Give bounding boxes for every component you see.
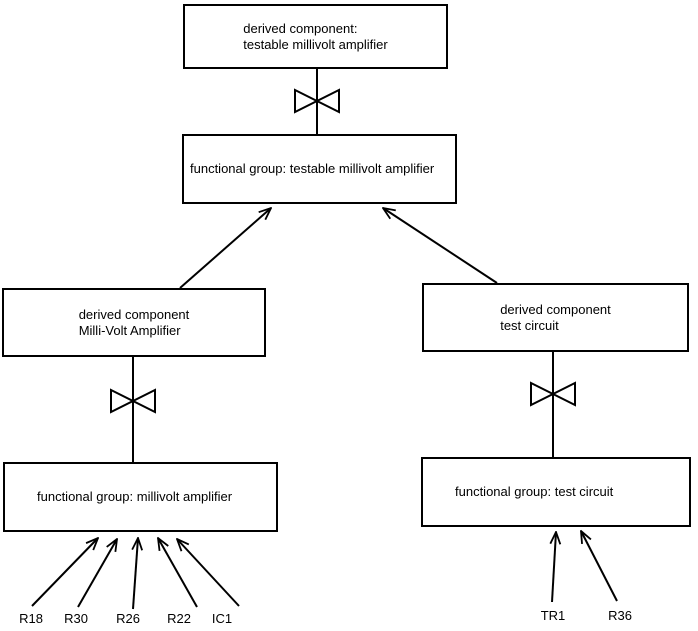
node-text: derived component Milli-Volt Amplifier [79, 307, 190, 338]
bowtie-icon [294, 88, 340, 114]
leaf-label-r36: R36 [608, 608, 632, 623]
leaf-label-tr1: TR1 [540, 608, 566, 623]
node-text-line: Milli-Volt Amplifier [78, 322, 181, 338]
arrow-r30 [77, 539, 117, 608]
leaf-label-r18: R18 [19, 611, 43, 626]
node-text-line: functional group: millivolt amplifier [37, 489, 233, 505]
node-derived-test-circuit: derived component test circuit [422, 283, 689, 352]
arrow-r22 [158, 538, 198, 608]
node-text-line: derived component: [243, 21, 358, 37]
node-derived-testable-millivolt-amplifier: derived component: testable millivolt am… [183, 4, 448, 69]
arrow-r36 [581, 531, 618, 602]
arrow-ic1 [177, 539, 240, 607]
node-text-line: derived component [78, 307, 190, 323]
bowtie-icon [530, 381, 576, 407]
arrow-left-derived-to-top-functional [179, 208, 271, 289]
leaf-label-r30: R30 [64, 611, 88, 626]
node-derived-milli-volt-amplifier: derived component Milli-Volt Amplifier [2, 288, 266, 357]
node-text: derived component: testable millivolt am… [243, 21, 388, 52]
node-text: derived component test circuit [500, 302, 611, 333]
arrow-r26 [133, 538, 138, 610]
bowtie-icon [110, 388, 156, 414]
leaf-label-ic1: IC1 [211, 611, 233, 626]
node-text: functional group: testable millivolt amp… [190, 161, 434, 176]
node-text-line: testable millivolt amplifier [243, 36, 388, 52]
arrow-r18 [31, 538, 98, 607]
node-functional-group-test-circuit: functional group: test circuit [421, 457, 691, 527]
node-text: functional group: millivolt amplifier [37, 489, 232, 504]
node-text-line: derived component [500, 302, 611, 318]
arrow-tr1 [552, 532, 556, 603]
node-text-line: functional group: testable millivolt amp… [190, 161, 435, 177]
node-text-line: test circuit [500, 317, 559, 333]
node-functional-group-testable-millivolt-amplifier: functional group: testable millivolt amp… [182, 134, 457, 204]
node-text-line: functional group: test circuit [455, 484, 614, 500]
node-text: functional group: test circuit [455, 484, 613, 499]
arrow-right-derived-to-top-functional [383, 208, 498, 284]
leaf-label-r22: R22 [167, 611, 191, 626]
leaf-label-r26: R26 [116, 611, 140, 626]
node-functional-group-millivolt-amplifier: functional group: millivolt amplifier [3, 462, 278, 532]
